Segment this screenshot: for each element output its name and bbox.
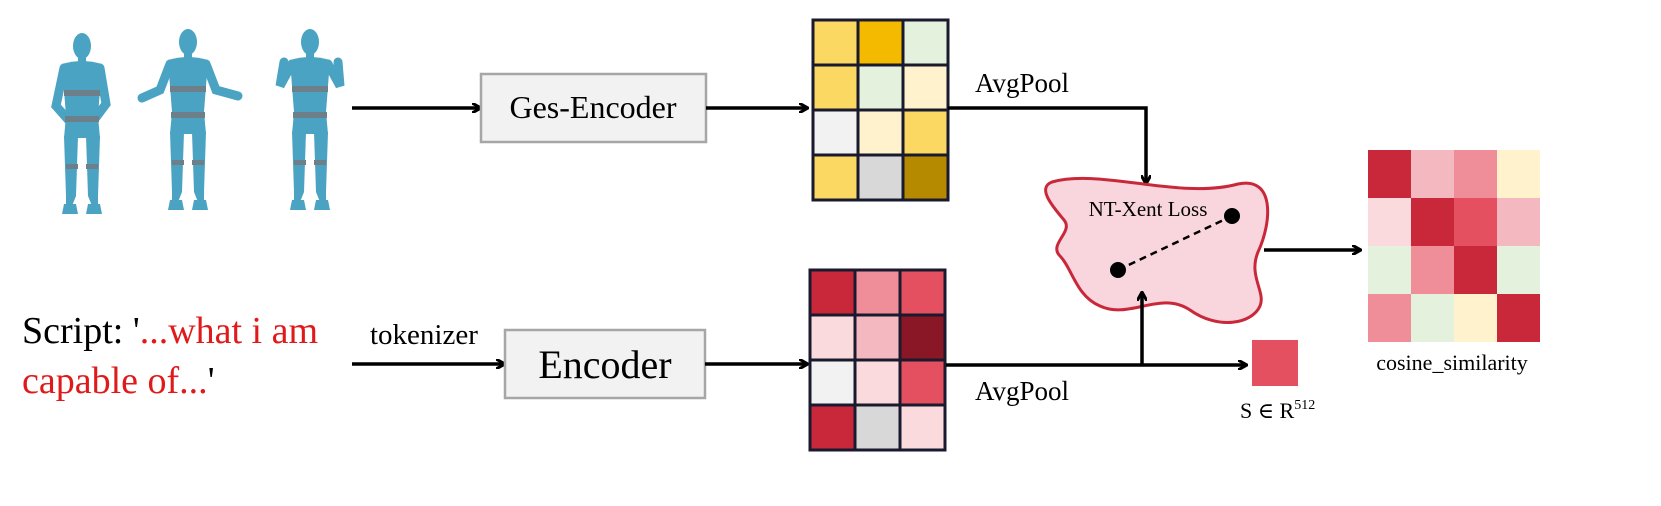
humanoid-figure-1-icon [51,33,111,214]
gesture-grid-cell-r4-c1 [811,153,860,202]
similarity-grid-cell-r2-c4 [1497,198,1540,246]
similarity-grid-cell-r2-c1 [1368,198,1411,246]
similarity-grid-cell-r1-c1 [1368,150,1411,198]
similarity-grid-cell-r4-c4 [1497,294,1540,342]
ges-encoder-label: Ges-Encoder [509,89,676,125]
similarity-grid-cell-r3-c1 [1368,246,1411,294]
embedding-exponent: 512 [1294,398,1315,413]
text-encoder-label: Encoder [538,342,671,387]
similarity-grid-cell-r1-c4 [1497,150,1540,198]
gesture-grid-cell-r1-c1 [811,18,860,67]
text-grid-cell-r2-c1 [808,313,857,362]
humanoid-figure-2-icon [137,29,243,210]
avgpool-top-label: AvgPool [975,68,1069,98]
gesture-grid-cell-r2-c1 [811,63,860,112]
script-quote: ...what i am capable of... [22,310,319,402]
text-grid-cell-r1-c2 [853,268,902,317]
text-grid-cell-r4-c3 [898,403,947,452]
similarity-grid-cell-r2-c3 [1454,198,1497,246]
nt-xent-loss-label: NT-Xent Loss [1089,197,1208,221]
gesture-grid-cell-r1-c3 [901,18,950,67]
similarity-grid-cell-r2-c2 [1411,198,1454,246]
nt-xent-loss-region [1044,176,1270,324]
script-text: Script: '...what i am capable of...' [22,306,372,406]
text-grid-cell-r4-c2 [853,403,902,452]
gesture-grid-cell-r2-c2 [856,63,905,112]
gesture-embedding-point [1224,208,1240,224]
text-grid-cell-r1-c3 [898,268,947,317]
avgpool-bottom-label: AvgPool [975,376,1069,406]
text-feature-grid [808,268,947,452]
similarity-grid-cell-r3-c3 [1454,246,1497,294]
similarity-grid-cell-r1-c2 [1411,150,1454,198]
gesture-grid-cell-r2-c3 [901,63,950,112]
gesture-grid-cell-r3-c2 [856,108,905,157]
text-embedding-point [1110,262,1126,278]
similarity-grid-cell-r4-c1 [1368,294,1411,342]
embedding-label: S ∈ R512 [1240,398,1315,423]
text-encoder-box [503,328,707,400]
gesture-feature-grid [811,18,950,202]
script-prefix: Script: ' [22,310,140,352]
sentence-embedding-square [1252,340,1298,386]
script-suffix: ' [207,360,215,402]
text-grid-cell-r2-c2 [853,313,902,362]
tokenizer-label: tokenizer [370,319,478,351]
similarity-grid-cell-r1-c3 [1454,150,1497,198]
similarity-grid-cell-r3-c4 [1497,246,1540,294]
text-grid-cell-r3-c3 [898,358,947,407]
humanoid-figure-3-icon [275,29,345,210]
cosine-similarity-matrix [1368,150,1540,342]
text-grid-cell-r1-c1 [808,268,857,317]
cosine-similarity-label: cosine_similarity [1376,350,1528,375]
embedding-distance-line [1117,214,1233,272]
similarity-grid-cell-r3-c2 [1411,246,1454,294]
gesture-grid-cell-r4-c2 [856,153,905,202]
text-grid-cell-r3-c2 [853,358,902,407]
similarity-grid-cell-r4-c3 [1454,294,1497,342]
similarity-grid-cell-r4-c2 [1411,294,1454,342]
text-grid-cell-r2-c3 [898,313,947,362]
text-grid-cell-r3-c1 [808,358,857,407]
arrow-avgpool-top-to-loss [948,106,1146,183]
gesture-grid-cell-r1-c2 [856,18,905,67]
gesture-grid-cell-r3-c3 [901,108,950,157]
text-grid-cell-r4-c1 [808,403,857,452]
gesture-grid-cell-r4-c3 [901,153,950,202]
gesture-grid-cell-r3-c1 [811,108,860,157]
